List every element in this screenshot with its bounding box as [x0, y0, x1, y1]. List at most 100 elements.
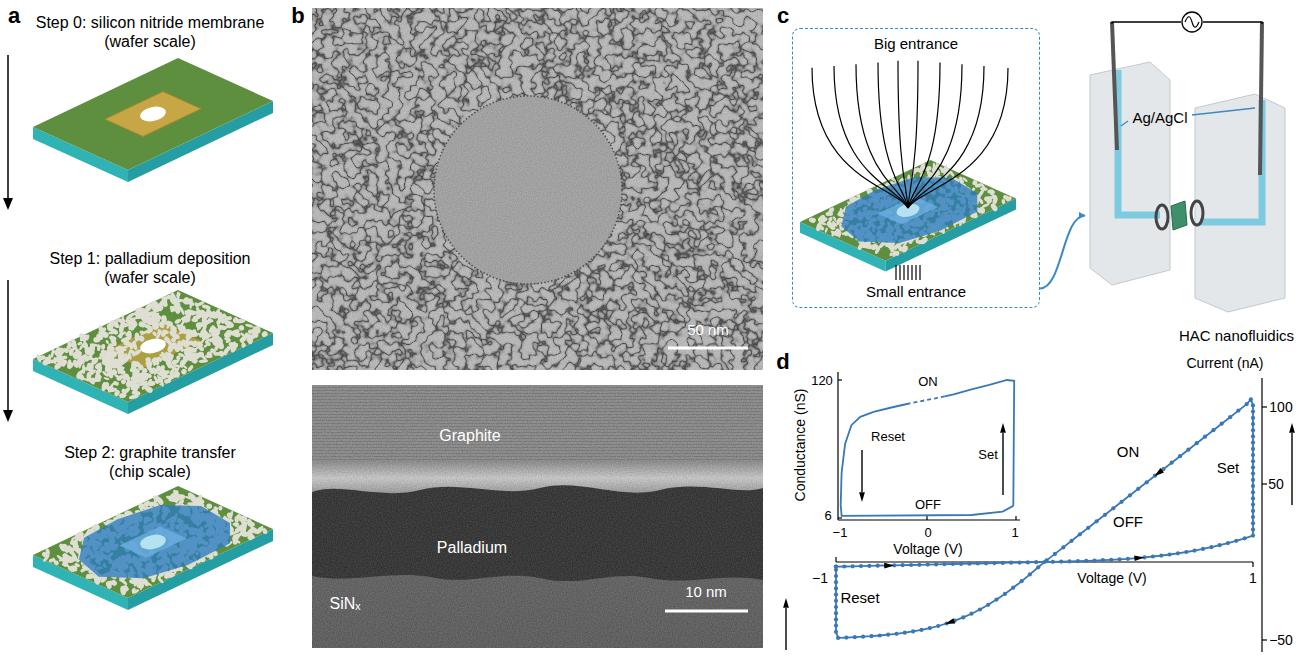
- palladium-grain: [78, 332, 88, 343]
- palladium-grain: [261, 330, 269, 338]
- tem-top-image: [312, 8, 763, 370]
- data-point: [1209, 545, 1213, 549]
- palladium-grain: [166, 495, 172, 498]
- data-point: [869, 634, 873, 638]
- flow-line: [903, 265, 904, 280]
- palladium-grain: [223, 320, 231, 328]
- data-point: [1078, 532, 1082, 536]
- palladium-grain: [50, 348, 55, 358]
- palladium-grain: [85, 573, 91, 579]
- palladium-grain: [153, 368, 158, 376]
- palladium-grain: [138, 502, 145, 509]
- data-point: [909, 563, 913, 567]
- palladium-grain: [137, 334, 145, 342]
- palladium-grain: [106, 345, 115, 352]
- plot-axes: [835, 557, 836, 562]
- hac-apparatus: [1182, 12, 1202, 32]
- data-point: [834, 565, 838, 569]
- palladium-grain: [184, 347, 194, 356]
- tem-top-image: [668, 347, 748, 350]
- data-point: [1251, 503, 1255, 507]
- data-point: [1251, 509, 1255, 513]
- sweep-arrow: [1291, 433, 1292, 505]
- palladium-grain: [181, 328, 188, 336]
- data-point: [1017, 561, 1021, 565]
- palladium-grain: [188, 340, 194, 346]
- hac-apparatus: [1112, 22, 1181, 24]
- palladium-grain: [178, 352, 186, 358]
- data-point: [1026, 560, 1030, 564]
- hac-apparatus: [1191, 201, 1203, 225]
- palladium-grain: [809, 217, 816, 222]
- palladium-grain: [137, 502, 146, 511]
- data-point: [834, 605, 838, 609]
- data-point: [1176, 551, 1180, 555]
- palladium-grain: [92, 373, 102, 383]
- palladium-grain: [148, 327, 153, 332]
- palladium-grain: [817, 223, 826, 231]
- palladium-grain: [185, 308, 196, 316]
- palladium-grain: [126, 376, 132, 381]
- palladium-grain: [96, 364, 103, 371]
- palladium-grain: [111, 579, 117, 586]
- palladium-grain: [215, 314, 221, 319]
- data-point: [834, 611, 838, 615]
- palladium-grain: [112, 339, 117, 346]
- inset-curve: [945, 380, 1014, 506]
- data-point: [1251, 434, 1255, 438]
- palladium-grain: [139, 331, 143, 334]
- data-point: [959, 562, 963, 566]
- palladium-grain: [224, 337, 230, 341]
- flow-line: [899, 265, 900, 280]
- hac-apparatus: [1200, 100, 1262, 222]
- palladium-grain: [152, 366, 161, 375]
- data-point: [834, 624, 838, 628]
- pore-hole: [139, 532, 167, 551]
- palladium-grain: [73, 345, 79, 351]
- electrode-label: Ag/AgCl: [1132, 109, 1187, 127]
- inset-curve: [841, 404, 1014, 516]
- data-point: [834, 565, 838, 569]
- palladium-grain: [67, 546, 74, 552]
- direction-arrow: [1000, 423, 1006, 433]
- data-point: [1092, 559, 1096, 563]
- palladium-grain: [101, 381, 110, 390]
- palladium-grain: [131, 369, 140, 372]
- data-point: [1011, 586, 1015, 590]
- palladium-grain: [105, 339, 109, 344]
- data-point: [1053, 552, 1057, 556]
- palladium-grain: [104, 364, 110, 373]
- data-point: [1103, 513, 1107, 517]
- data-point: [1203, 435, 1207, 439]
- data-point: [894, 632, 898, 636]
- data-point: [867, 564, 871, 568]
- palladium-grain: [131, 390, 137, 396]
- palladium-grain: [832, 231, 840, 235]
- process-arrows: [7, 55, 9, 200]
- palladium-grain: [64, 544, 67, 549]
- membrane-plate: [33, 290, 273, 414]
- palladium-grain: [193, 316, 198, 320]
- plot-axes: [836, 372, 1267, 652]
- palladium-grain: [169, 324, 176, 331]
- palladium-grain: [131, 588, 139, 594]
- palladium-grain: [146, 366, 154, 374]
- palladium-grain: [174, 569, 177, 574]
- palladium-grain: [216, 322, 221, 331]
- plot-axes: [1252, 562, 1253, 567]
- palladium-grain: [176, 324, 184, 328]
- palladium-grain: [174, 318, 182, 325]
- hac-apparatus: [1260, 22, 1262, 175]
- tem-cross-section: [312, 385, 763, 648]
- palladium-grain: [143, 372, 149, 381]
- palladium-grain: [991, 194, 997, 199]
- palladium-grain: [884, 242, 892, 247]
- hac-apparatus: [1090, 12, 1285, 312]
- direction-arrow: [859, 492, 865, 502]
- palladium-grain: [124, 510, 130, 516]
- data-point: [1059, 560, 1063, 564]
- hac-apparatus: [1171, 201, 1187, 230]
- palladium-grain: [213, 506, 219, 512]
- data-point: [917, 563, 921, 567]
